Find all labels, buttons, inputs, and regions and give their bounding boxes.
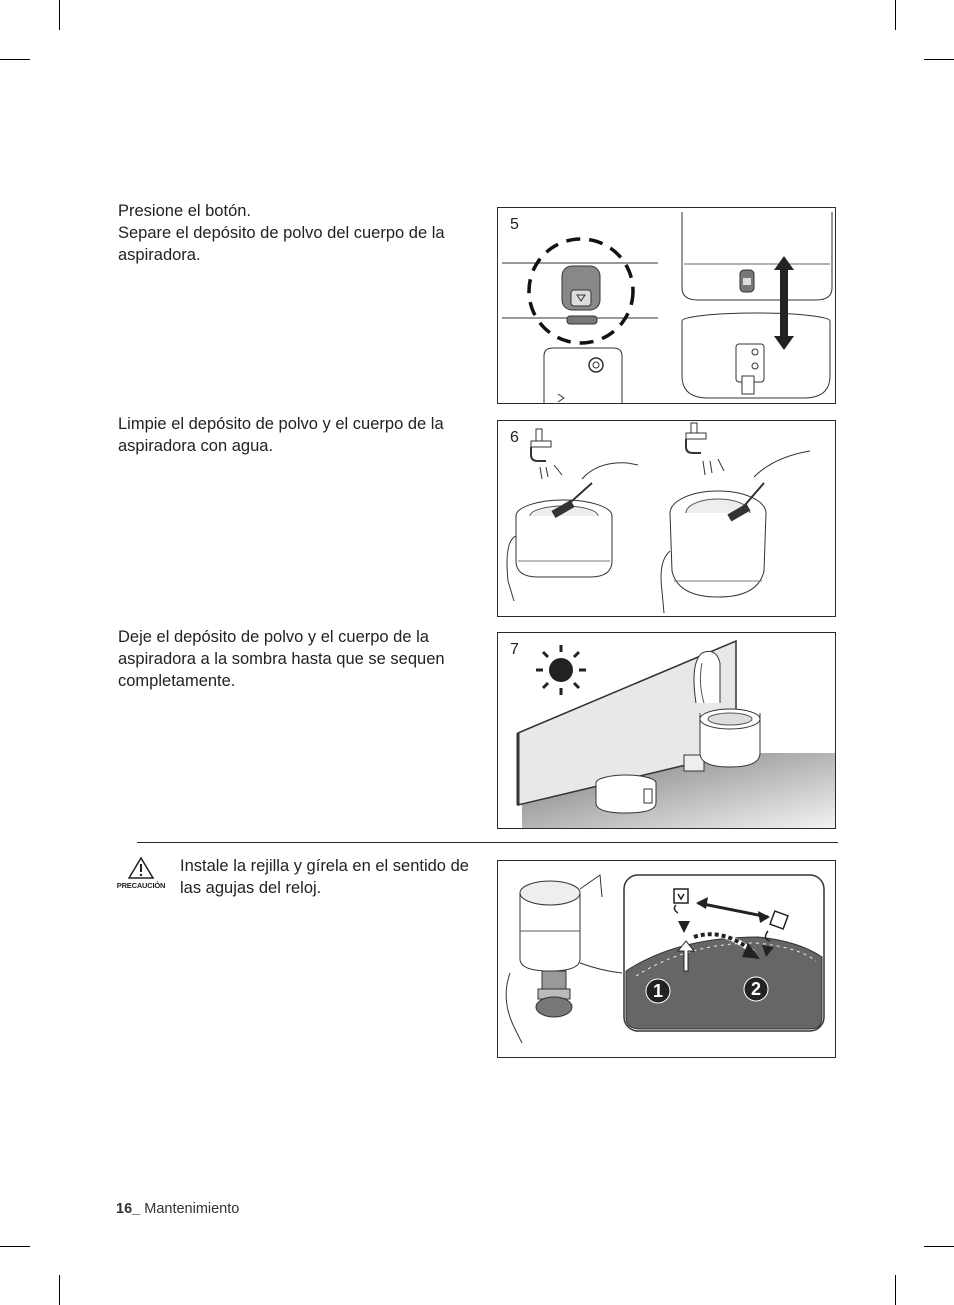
step-7-line-1: Deje el depósito de polvo y el cuerpo de…	[118, 628, 445, 690]
crop-mark	[59, 1275, 60, 1305]
section-name: Mantenimiento	[144, 1201, 240, 1217]
crop-mark	[924, 59, 954, 60]
release-button-illustration	[502, 212, 833, 403]
unlock-icon	[673, 888, 690, 933]
faucet-icon	[530, 428, 552, 462]
step-5-number: 5	[510, 216, 519, 233]
crop-mark	[895, 0, 896, 30]
page-footer: 16_ Mantenimiento	[116, 1201, 239, 1217]
page-number: 16	[116, 1201, 133, 1217]
drying-illustration	[516, 639, 835, 828]
step-5-line-2: Separe el depósito de polvo del cuerpo d…	[118, 224, 445, 264]
section-divider	[137, 842, 838, 843]
step-7-text: Deje el depósito de polvo y el cuerpo de…	[118, 626, 478, 692]
faucet-icon	[685, 422, 707, 454]
callout-2: 2	[751, 979, 761, 999]
step-5-illustration: 5	[497, 207, 836, 404]
grille-install-illustration: 1 2	[505, 874, 825, 1044]
step-6-line-1: Limpie el depósito de polvo y el cuerpo …	[118, 415, 444, 455]
caution-badge: PRECAUCIÓN	[116, 856, 166, 890]
crop-mark	[0, 1246, 30, 1247]
washing-illustration	[506, 422, 811, 614]
warning-triangle-icon	[127, 856, 155, 879]
footer-separator: _	[132, 1201, 145, 1217]
crop-mark	[59, 0, 60, 30]
step-5-text: Presione el botón. Separe el depósito de…	[118, 200, 478, 266]
step-6-text: Limpie el depósito de polvo y el cuerpo …	[118, 413, 478, 457]
caution-illustration: 1 2	[497, 860, 836, 1058]
callout-1: 1	[653, 981, 663, 1001]
step-6-number: 6	[510, 429, 519, 446]
crop-mark	[924, 1246, 954, 1247]
step-5-line-1: Presione el botón.	[118, 202, 252, 220]
crop-mark	[0, 59, 30, 60]
lock-icon	[762, 910, 789, 957]
step-6-illustration: 6	[497, 420, 836, 617]
caution-text: Instale la rejilla y gírela en el sentid…	[180, 857, 469, 897]
step-7-number: 7	[510, 641, 519, 658]
step-7-illustration: 7	[497, 632, 836, 829]
sun-icon	[536, 645, 586, 695]
caution-label: PRECAUCIÓN	[116, 881, 166, 890]
crop-mark	[895, 1275, 896, 1305]
